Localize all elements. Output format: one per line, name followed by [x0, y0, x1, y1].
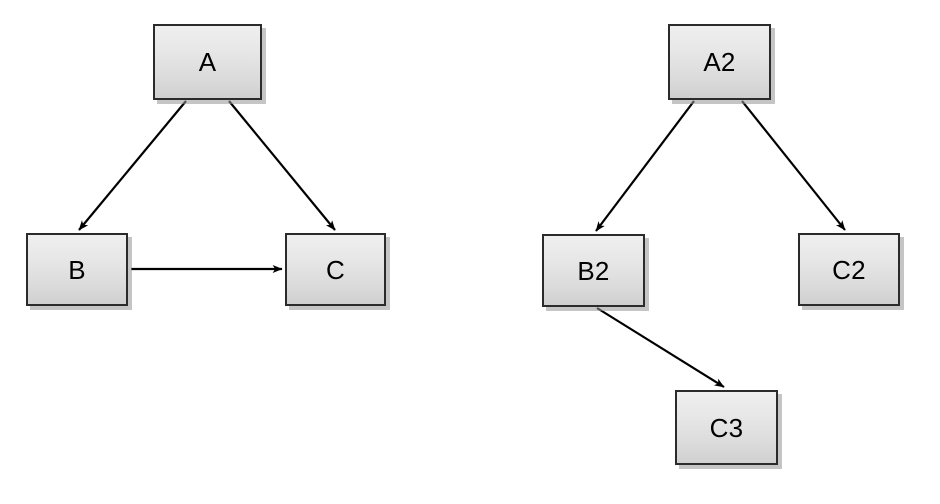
edge-a2-to-c2 [741, 100, 846, 231]
node-label-a: A [198, 47, 217, 77]
edge-a-to-c [228, 100, 336, 231]
node-label-a2: A2 [703, 47, 736, 77]
node-c2[interactable]: C2 [798, 233, 900, 306]
edge-a-to-b [78, 100, 187, 231]
node-label-c: C [326, 254, 345, 285]
node-label-c2: C2 [832, 254, 866, 285]
node-a2[interactable]: A2 [668, 24, 771, 100]
node-label-b2: B2 [577, 255, 610, 286]
edge-a2-to-b2 [595, 100, 695, 232]
node-label-b: B [68, 254, 86, 285]
node-b[interactable]: B [26, 233, 128, 306]
node-c3[interactable]: C3 [675, 390, 778, 465]
node-label-c3: C3 [709, 412, 744, 443]
node-b2[interactable]: B2 [542, 234, 645, 307]
node-c[interactable]: C [285, 233, 386, 306]
edge-b2-to-c3 [596, 307, 725, 388]
edges-group [78, 100, 846, 388]
node-a[interactable]: A [153, 24, 262, 100]
